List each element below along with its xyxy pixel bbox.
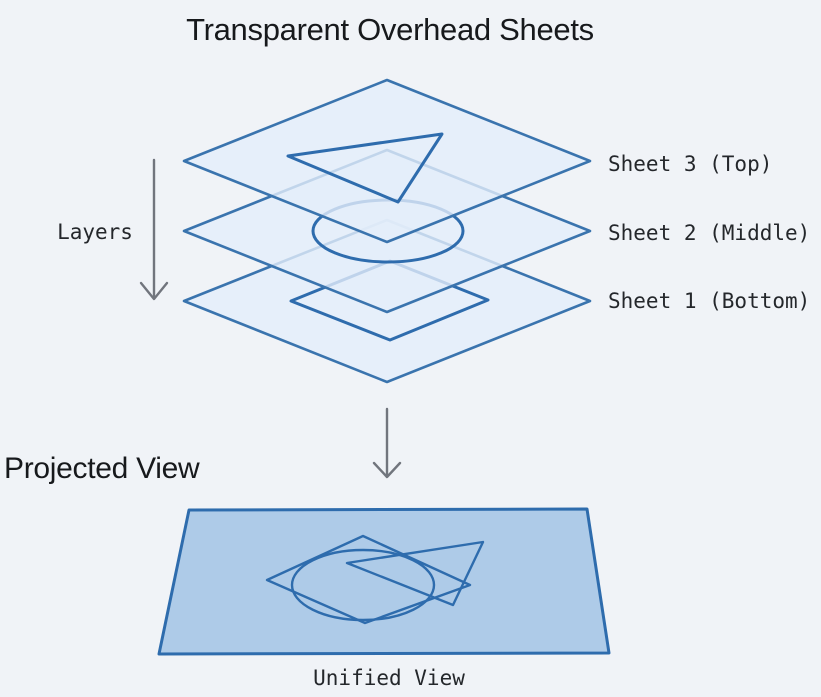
unified-circle-outline [290,548,436,622]
sheet-1-label: Sheet 1 (Bottom) [608,289,811,313]
projected-plane [157,507,611,656]
unified-square-outline [265,534,472,625]
layers-down-arrow-icon [139,158,169,301]
unified-triangle-outline [345,540,485,607]
projected-view-heading: Projected View [4,452,200,485]
layers-axis-label: Layers [57,220,133,244]
triangle-shape-on-sheet-3 [286,132,444,204]
unified-view-label: Unified View [313,666,465,690]
projection-down-arrow-icon [372,407,402,479]
sheet-3-label: Sheet 3 (Top) [608,152,773,176]
page-title: Transparent Overhead Sheets [186,12,594,47]
sheet-3-top-plane [182,78,592,244]
sheet-2-label: Sheet 2 (Middle) [608,221,811,245]
